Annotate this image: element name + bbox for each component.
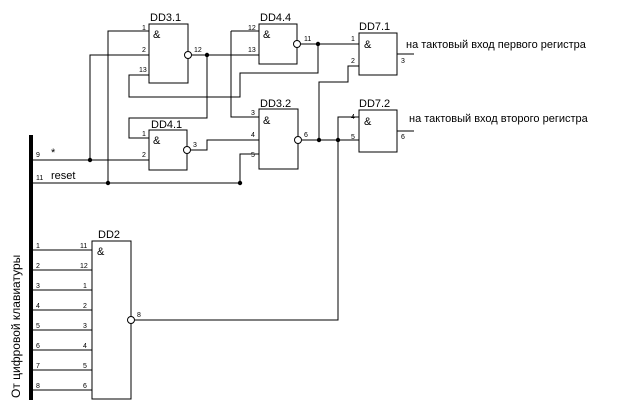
gate-dd2 [91, 240, 132, 400]
junctions [87, 41, 341, 186]
dd3-1-pin: 12 [194, 47, 202, 54]
bus-line-number: 7 [36, 363, 40, 370]
wires [33, 30, 414, 391]
dd7-2-pin: 5 [351, 134, 355, 141]
dd4-1-label: DD4.1 [151, 119, 182, 131]
dd4-1-symbol: & [153, 135, 161, 147]
dd4-4-pin: 12 [248, 25, 256, 32]
dd3-1-inversion [184, 51, 192, 59]
dd7-1-label: DD7.1 [359, 21, 390, 33]
dd2-out-pin: 8 [137, 312, 141, 319]
dd7-2-label: DD7.2 [359, 98, 390, 110]
dd2-label: DD2 [98, 229, 120, 241]
dd2-inversion [127, 316, 135, 324]
dd7-2-symbol: & [364, 116, 372, 128]
dd2-in-pin: 5 [83, 363, 87, 370]
dd3-2-pin: 3 [251, 110, 255, 117]
gate-dd4-4 [258, 23, 298, 65]
dd4-1-inversion [183, 146, 191, 154]
dd7-1-pin: 1 [351, 36, 355, 43]
dd3-2-pin: 6 [304, 132, 308, 139]
dd2-symbol: & [97, 246, 105, 258]
dd3-1-symbol: & [153, 29, 161, 41]
output-second-register: на тактовый вход второго регистра [409, 113, 589, 125]
bus-line-number: 1 [36, 243, 40, 250]
bus-pin-11: 11 [36, 175, 43, 182]
dd3-2-label: DD3.2 [260, 98, 291, 110]
bus-line-number: 3 [36, 283, 40, 290]
dd4-1-pin: 2 [142, 152, 146, 159]
gate-dd3-1 [148, 23, 189, 84]
dd3-1-label: DD3.1 [150, 12, 181, 24]
dd3-2-pin: 4 [251, 132, 255, 139]
bus-line-number: 8 [36, 383, 40, 390]
dd4-1-pin: 1 [142, 131, 146, 138]
dd4-4-pin: 13 [248, 47, 256, 54]
dd2-in-pin: 1 [83, 283, 87, 290]
pin-numbers: 1 2 13 12 12 13 11 1 2 3 1 2 3 3 4 5 6 4… [36, 25, 405, 390]
gate-dd7-2 [358, 109, 398, 153]
gate-dd3-2 [258, 108, 299, 170]
bus-line-number: 6 [36, 343, 40, 350]
dd7-2-pin: 4 [351, 114, 355, 121]
bus-pin-9: 9 [36, 152, 40, 159]
signal-star-label: * [51, 147, 56, 159]
dd2-in-pin: 2 [83, 303, 87, 310]
output-first-register: на тактовый вход первого регистра [406, 39, 587, 51]
dd3-1-pin: 13 [139, 67, 147, 74]
gate-dd7-1 [358, 32, 398, 76]
dd3-1-pin: 2 [142, 47, 146, 54]
bus-line-number: 4 [36, 303, 40, 310]
dd4-4-inversion [293, 40, 301, 48]
dd3-1-pin: 1 [142, 25, 146, 32]
bus-line-number: 5 [36, 323, 40, 330]
signal-reset-label: reset [51, 170, 75, 182]
keyboard-bus-bar [29, 135, 33, 400]
dd7-1-pin: 2 [351, 58, 355, 65]
dd2-in-pin: 12 [80, 263, 88, 270]
dd2-in-pin: 4 [83, 343, 87, 350]
dd2-in-pin: 6 [83, 383, 87, 390]
dd7-2-pin: 6 [401, 134, 405, 141]
dd3-2-symbol: & [263, 115, 271, 127]
dd4-1-pin: 3 [193, 142, 197, 149]
dd3-2-pin: 5 [251, 152, 255, 159]
dd4-4-symbol: & [263, 29, 271, 41]
bus-label: От цифровой клавиатуры [9, 255, 23, 398]
dd7-1-symbol: & [364, 39, 372, 51]
dd3-2-inversion [294, 136, 302, 144]
dd2-in-pin: 11 [80, 243, 87, 250]
dd7-1-pin: 3 [401, 58, 405, 65]
dd4-4-pin: 11 [304, 36, 311, 43]
dd4-4-label: DD4.4 [260, 12, 291, 24]
dd2-in-pin: 3 [83, 323, 87, 330]
bus-line-number: 2 [36, 263, 40, 270]
